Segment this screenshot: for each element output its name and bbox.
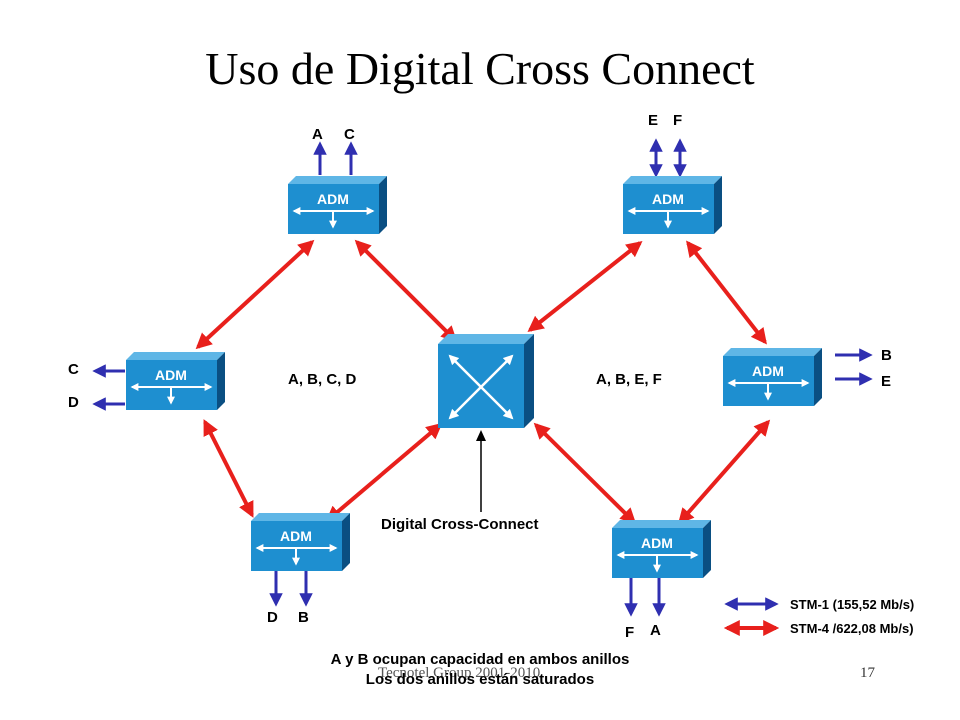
footer-copyright: Tecnotel Group 2001-2010 [378, 665, 541, 681]
ring-left-label: A, B, C, D [288, 371, 357, 388]
label-top-left-c: C [344, 126, 355, 143]
link-left-bottomleft [203, 419, 254, 518]
label-bottom-right-a: A [650, 622, 661, 639]
adm-label: ADM [317, 191, 349, 207]
adm-label: ADM [652, 191, 684, 207]
adm-label: ADM [280, 528, 312, 544]
label-bottom-left-d: D [267, 609, 278, 626]
label-bottom-right-f: F [625, 624, 635, 641]
stm4-ring-links [195, 239, 771, 525]
label-right-e: E [881, 373, 892, 390]
legend-stm4-label: STM-4 /622,08 Mb/s) [790, 621, 914, 636]
adm-top-right[interactable]: ADM [623, 176, 722, 234]
adm-bottom-left[interactable]: ADM [251, 513, 350, 571]
label-top-right-f: F [673, 112, 683, 129]
label-left-c: C [68, 361, 79, 378]
label-top-right-e: E [648, 112, 659, 129]
link-bottomleft-dxc [325, 422, 443, 523]
link-topleft-left [195, 239, 315, 350]
label-top-left-a: A [312, 126, 323, 143]
link-dxc-bottomright [533, 422, 637, 525]
link-topright-dxc [527, 241, 643, 332]
caption-line-2: Los dos anillos están saturados [365, 671, 595, 688]
page-number: 17 [860, 665, 875, 681]
adm-left[interactable]: ADM [126, 352, 225, 410]
adm-label: ADM [752, 363, 784, 379]
link-right-bottomright [677, 419, 771, 525]
caption-line-1: A y B ocupan capacidad en ambos anillos [330, 651, 630, 668]
legend-stm1-label: STM-1 (155,52 Mb/s) [790, 597, 915, 612]
adm-bottom-right[interactable]: ADM [612, 520, 711, 578]
dxc-label: Digital Cross-Connect [381, 516, 539, 533]
label-left-d: D [68, 394, 79, 411]
link-topleft-dxc [354, 239, 458, 343]
stm1-tributaries [92, 138, 873, 617]
link-topright-right [686, 240, 767, 345]
label-bottom-left-b: B [298, 609, 309, 626]
slide-title: Uso de Digital Cross Connect [205, 43, 755, 94]
dxc-pointer-arrowhead [476, 430, 486, 441]
adm-label: ADM [155, 367, 187, 383]
adm-right[interactable]: ADM [723, 348, 822, 406]
digital-cross-connect[interactable] [438, 334, 534, 428]
label-right-b: B [881, 347, 892, 364]
adm-top-left[interactable]: ADM [288, 176, 387, 234]
adm-label: ADM [641, 535, 673, 551]
ring-right-label: A, B, E, F [596, 371, 662, 388]
